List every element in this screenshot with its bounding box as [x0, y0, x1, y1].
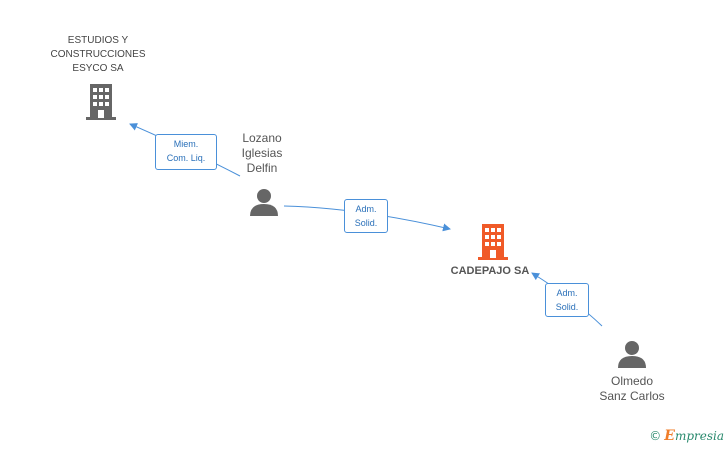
edge-label-adm-solid[interactable]: Adm. Solid. [344, 199, 388, 233]
node-label-line: CONSTRUCCIONES [50, 49, 146, 60]
node-label-line: ESYCO SA [72, 63, 124, 74]
building-icon[interactable] [84, 84, 118, 120]
edge-label-line: Solid. [555, 302, 579, 312]
edge-label-line: Adm. [556, 288, 578, 298]
building-icon[interactable] [476, 224, 510, 260]
node-label-line: Iglesias [241, 146, 283, 160]
edge-label-line: Adm. [355, 204, 377, 214]
edge-label-line: Miem. [173, 139, 199, 149]
node-label-estudios: ESTUDIOS Y CONSTRUCCIONES ESYCO SA [38, 34, 158, 76]
edge-label-line: Com. Liq. [166, 153, 206, 163]
node-label-line: ESTUDIOS Y [67, 35, 129, 46]
brand-e: E [664, 428, 675, 444]
person-icon[interactable] [617, 340, 647, 368]
person-icon[interactable] [249, 188, 279, 216]
node-label-line: Lozano [242, 131, 282, 145]
copyright-icon: © [649, 429, 662, 443]
edge-label-line: Solid. [354, 218, 378, 228]
node-label-lozano: Lozano Iglesias Delfin [222, 131, 302, 176]
edge-label-adm-solid[interactable]: Adm. Solid. [545, 283, 589, 317]
brand-logo: ©Empresia [649, 428, 724, 444]
node-label-line: Olmedo [610, 374, 654, 388]
node-label-olmedo: Olmedo Sanz Carlos [582, 374, 682, 404]
edge-label-miem-com-liq[interactable]: Miem. Com. Liq. [155, 134, 217, 170]
node-label-line: Delfin [246, 161, 278, 175]
node-label-line: Sanz Carlos [599, 389, 665, 403]
brand-rest: mpresia [674, 429, 724, 443]
node-label-cadepajo: CADEPAJO SA [450, 265, 530, 277]
